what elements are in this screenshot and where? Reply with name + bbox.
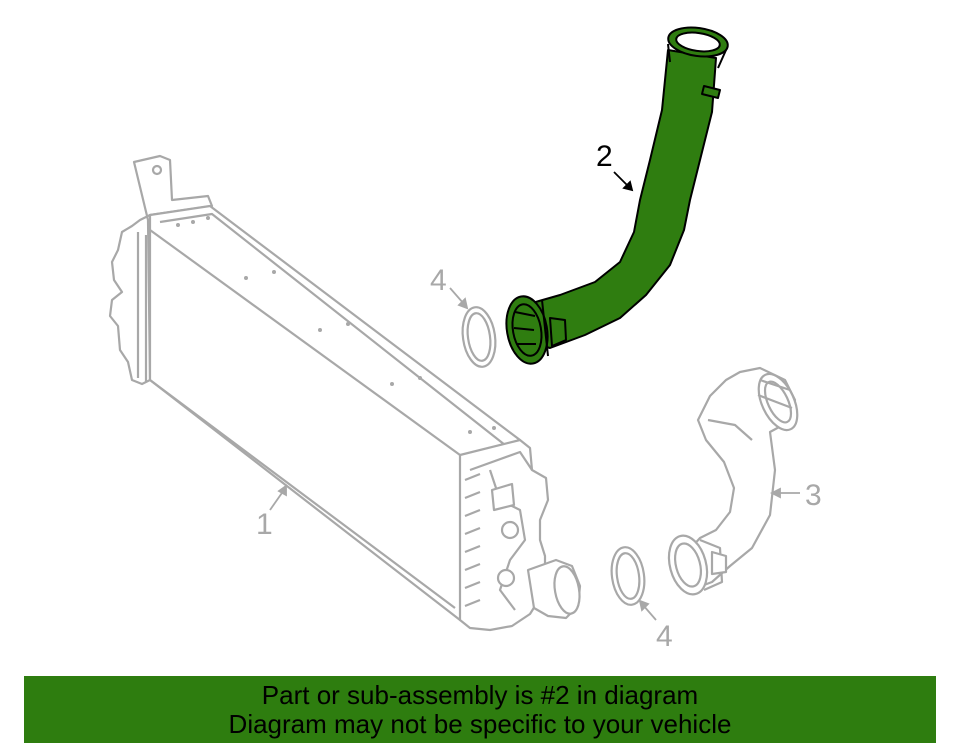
callout-4-upper: 4 [430,264,447,297]
banner-line-part-number: Part or sub-assembly is #2 in diagram [261,679,699,710]
seal-ring-upper[interactable] [459,305,499,369]
leader-arrowhead-4-lower [638,599,650,612]
info-banner: Part or sub-assembly is #2 in diagram Di… [24,676,936,743]
intercooler-part[interactable] [108,154,583,632]
callout-2: 2 [596,140,613,173]
leader-arrowhead-2 [622,180,634,192]
leader-arrowhead-3 [769,487,781,499]
callout-1: 1 [256,508,273,541]
callout-3: 3 [805,479,822,512]
banner-line-disclaimer: Diagram may not be specific to your vehi… [228,708,732,739]
leader-lines [269,171,800,621]
leader-arrowhead-1 [277,484,287,497]
seal-ring-lower[interactable] [608,545,648,607]
intake-hose-part[interactable] [663,366,805,599]
charge-air-pipe-part[interactable] [501,24,729,367]
leader-arrowhead-4-upper [457,297,469,310]
callout-4-lower: 4 [656,620,673,653]
